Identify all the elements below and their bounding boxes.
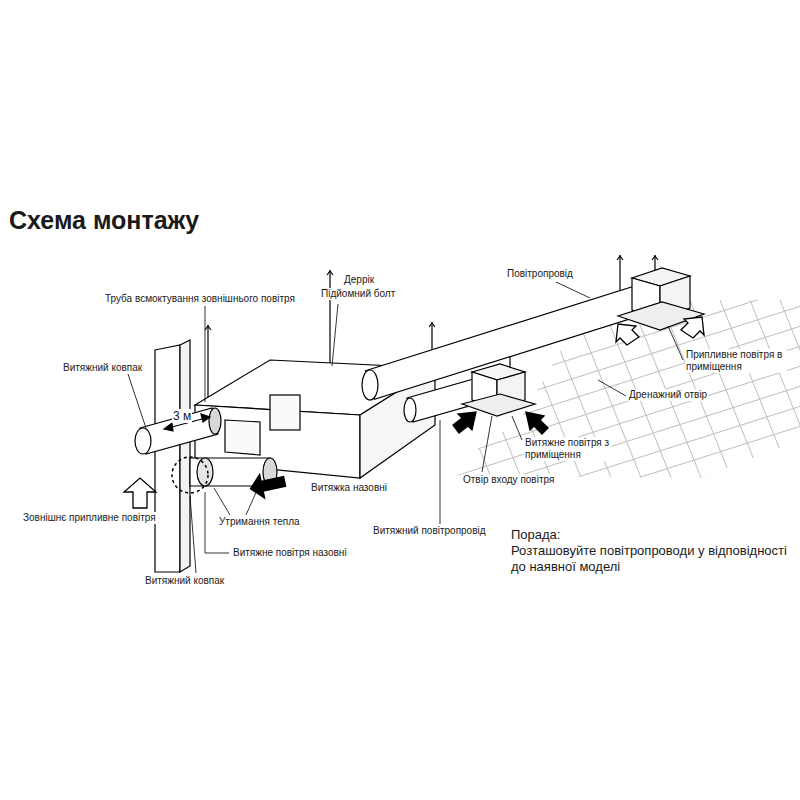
dimension-label: 3 м: [172, 409, 192, 423]
note-heading: Порада:: [510, 527, 561, 543]
part-label: Утримання тепла: [218, 516, 301, 528]
part-label: Витяжний ковпак: [62, 362, 143, 374]
part-label: Деррік: [343, 274, 375, 286]
note-text: Розташовуйте повітропроводи у відповідно…: [510, 543, 796, 574]
diagram-title: Схема монтажу: [8, 205, 200, 235]
part-label: Припливне повітря в приміщення: [685, 349, 787, 373]
leader-lines: [128, 282, 683, 573]
part-label: Отвір входу повітря: [462, 474, 555, 486]
flow-arrows: [124, 317, 704, 508]
part-label: Труба всмоктування зовнішнього повітря: [104, 293, 296, 305]
part-label: Витяжне повітря назовні: [232, 547, 348, 559]
part-label: Зовнішнє припливне повітря: [22, 512, 157, 524]
part-label: Повітропровід: [506, 268, 574, 280]
part-label: Витяжка назовні: [310, 482, 388, 494]
part-label: Витяжний повітропровід: [372, 525, 487, 537]
part-label: Підйомний болт: [320, 288, 396, 300]
part-label: Витяжний ковпак: [144, 575, 225, 587]
part-label: Дренажний отвір: [628, 389, 708, 401]
part-label: Витяжне повітря з приміщення: [524, 437, 612, 461]
